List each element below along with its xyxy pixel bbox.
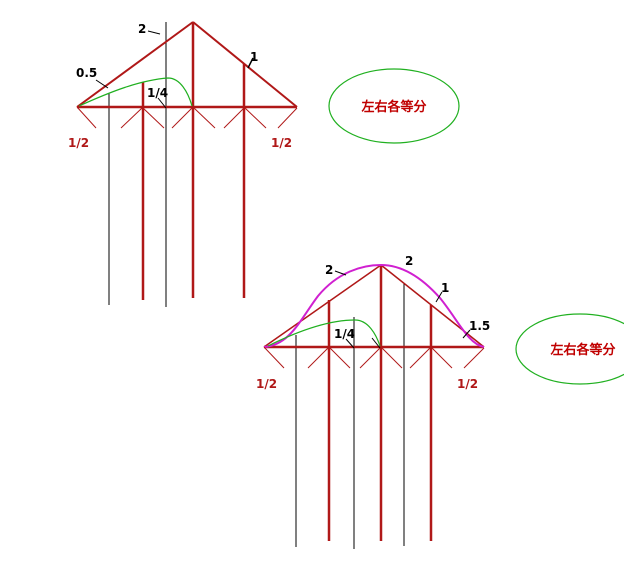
top-left-slope (76, 21, 194, 108)
bottom-pointer-2-left (334, 270, 347, 276)
bottom-base-ticks (263, 346, 485, 369)
top-label-05: 0.5 (76, 66, 97, 80)
top-pointer-05 (95, 79, 109, 89)
bottom-left-slope (263, 264, 382, 348)
bottom-label-2-top: 2 (405, 254, 413, 268)
top-note-text: 左右各等分 (361, 99, 426, 115)
bottom-right-slope (380, 264, 485, 348)
top-note-ellipse (328, 68, 460, 144)
top-right-slope (192, 21, 298, 108)
bottom-pointer-1 (435, 291, 443, 303)
top-label-half-left: 1/2 (68, 136, 89, 150)
top-label-1: 1 (250, 50, 258, 64)
bottom-note-ellipse (515, 313, 624, 385)
bottom-note-text: 左右各等分 (550, 342, 615, 358)
bottom-label-15: 1.5 (469, 319, 490, 333)
top-base-ticks (76, 106, 298, 129)
bottom-pointer-quarter-2 (371, 337, 381, 349)
bottom-label-2-left: 2 (325, 263, 333, 277)
top-pointer-1 (247, 57, 254, 69)
bottom-pointer-quarter (345, 338, 355, 349)
bottom-sleeve-cap-curve (263, 263, 485, 348)
top-pointer-2 (147, 30, 161, 35)
top-label-quarter: 1/4 (147, 86, 168, 100)
top-pointer-quarter (157, 97, 167, 109)
top-diagram: 2 1 0.5 1/4 1/2 1/2 左右各等分 (68, 21, 460, 307)
bottom-green-curve (267, 319, 381, 347)
bottom-diagram: 2 2 1 1.5 1/4 1/2 1/2 左右各等分 (256, 254, 624, 549)
bottom-label-quarter: 1/4 (334, 327, 355, 341)
top-green-curve (78, 77, 193, 107)
bottom-label-1: 1 (441, 281, 449, 295)
bottom-label-half-left: 1/2 (256, 377, 277, 391)
top-label-2: 2 (138, 22, 146, 36)
bottom-pointer-15 (462, 329, 471, 339)
bottom-label-half-right: 1/2 (457, 377, 478, 391)
top-label-half-right: 1/2 (271, 136, 292, 150)
